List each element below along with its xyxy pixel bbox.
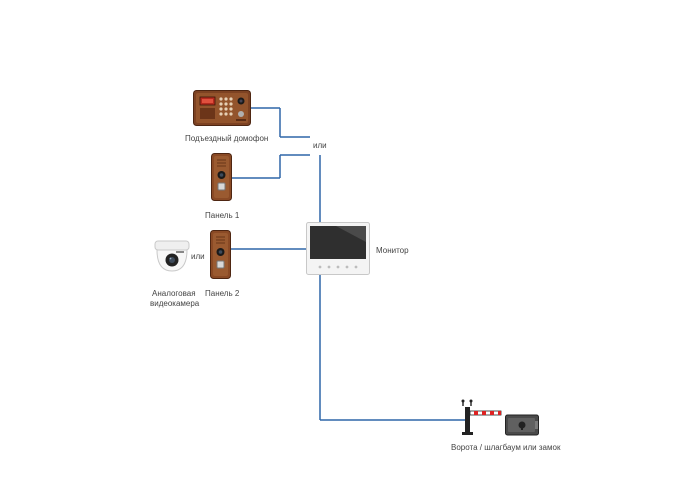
or-label-camera: или <box>191 252 205 261</box>
wire-panel1 <box>232 154 310 179</box>
video-monitor-icon <box>306 222 370 275</box>
barrier-device <box>459 398 503 436</box>
lock-device <box>505 413 539 437</box>
dome-camera-icon <box>154 240 190 272</box>
or-label-top: или <box>313 141 327 150</box>
entrance-intercom-label: Подъездный домофон <box>185 134 269 143</box>
barrier-gate-icon <box>461 399 502 435</box>
intercom-keypad-icon <box>193 90 251 126</box>
panel1-device <box>211 153 232 201</box>
camera-device <box>152 239 192 273</box>
camera-label-line1: Аналоговая <box>152 289 196 298</box>
monitor-label: Монитор <box>376 246 409 255</box>
wire-intercom <box>251 107 310 138</box>
gate-label: Ворота / шлагбаум или замок <box>451 443 561 452</box>
panel1-label: Панель 1 <box>205 211 240 220</box>
camera-label-line2: видеокамера <box>150 299 200 308</box>
electric-lock-icon <box>505 414 539 436</box>
panel2-label: Панель 2 <box>205 289 240 298</box>
wire-monitor-to-gate <box>319 275 466 421</box>
entrance-intercom-device <box>193 90 251 126</box>
panel2-device <box>210 230 231 279</box>
call-panel-icon <box>210 230 231 279</box>
monitor-device <box>306 222 370 275</box>
call-panel-icon <box>211 153 232 201</box>
